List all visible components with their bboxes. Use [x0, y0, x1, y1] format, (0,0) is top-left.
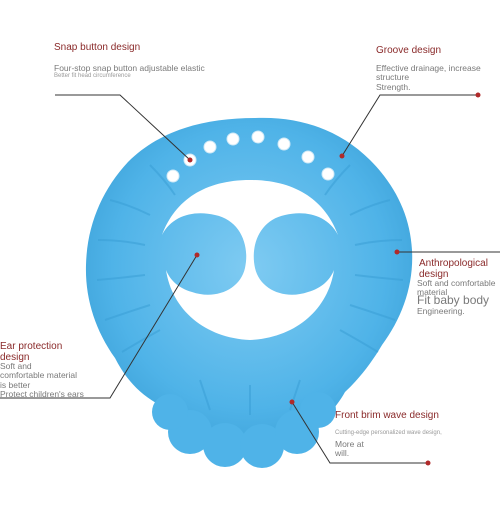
callout-groove-desc: Effective drainage, increase structure — [376, 63, 481, 83]
callout-brim-text: Cutting-edge personalized wave design, M… — [335, 430, 442, 458]
callout-snap: Snap button design — [54, 42, 144, 53]
callout-brim-desc2: will. — [335, 447, 350, 458]
callout-brim-title: Front brim wave design — [335, 410, 439, 421]
callout-groove-text: Effective drainage, increase structure S… — [376, 63, 496, 92]
callout-snap-title: Snap button design — [54, 42, 141, 53]
callout-ear-title: Ear protection design — [0, 341, 63, 363]
head-opening — [162, 180, 338, 340]
callout-anthro-text: Soft and comfortable material Fit baby b… — [417, 278, 499, 316]
callout-anthro-big: Fit baby body — [417, 292, 490, 307]
callout-brim-note: Cutting-edge personalized wave design, — [335, 430, 442, 436]
callout-brim-desc1: More at — [335, 438, 364, 449]
snap-buttons — [166, 130, 335, 183]
callout-dots — [187, 92, 481, 466]
callout-anthro-desc: Soft and comfortable material — [417, 278, 496, 298]
callout-anthro-note: Engineering. — [417, 305, 465, 316]
callout-snap-desc: Four-stop snap button adjustable elastic — [54, 63, 205, 73]
callout-anthro: Anthropological design — [419, 258, 497, 280]
callout-brim: Front brim wave design — [335, 410, 439, 421]
callout-ear-note: Protect children's ears — [0, 389, 84, 400]
callout-snap-text: Four-stop snap button adjustable elastic… — [54, 63, 209, 80]
callout-ear-text: Soft and comfortable material is better … — [0, 361, 84, 400]
callout-ear: Ear protection design — [0, 341, 80, 363]
callout-groove-note: Strength. — [376, 81, 411, 92]
callout-ear-desc: Soft and comfortable material is better — [0, 361, 78, 390]
callout-anthro-title: Anthropological design — [419, 258, 488, 280]
callout-snap-note: Better fit head circumference — [54, 73, 131, 80]
groove-ridges — [96, 164, 404, 415]
brim-waves — [152, 392, 336, 468]
leader-lines — [0, 94, 500, 464]
callout-groove: Groove design — [376, 45, 441, 56]
callout-groove-title: Groove design — [376, 45, 442, 56]
